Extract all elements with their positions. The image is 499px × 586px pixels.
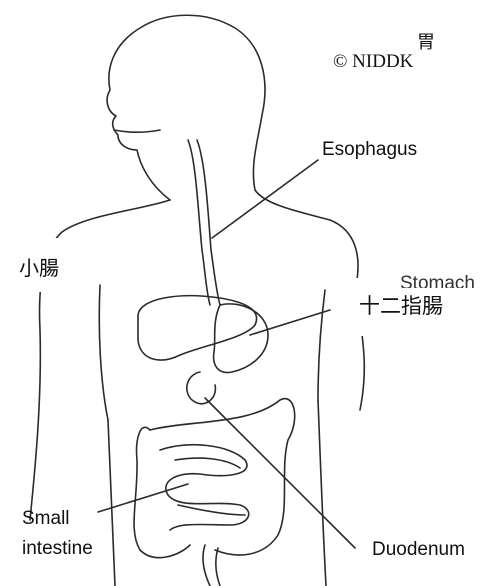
rectum-shape bbox=[203, 545, 220, 586]
large-intestine-shape bbox=[134, 399, 295, 558]
esophagus-pointer bbox=[212, 160, 318, 238]
stomach-partial-label: Stomach bbox=[400, 274, 493, 288]
copyright-label: © NIDDK bbox=[333, 52, 413, 71]
stomach-pointer bbox=[250, 310, 330, 335]
esophagus-label: Esophagus bbox=[322, 140, 417, 159]
small-intestine-label-line2: intestine bbox=[22, 539, 93, 558]
small-intestine-coils bbox=[160, 445, 249, 530]
duodenum-shape bbox=[187, 372, 216, 404]
esophagus-shape bbox=[188, 140, 210, 305]
stomach-zh-label: 胃 bbox=[417, 34, 435, 52]
mouth-detail bbox=[114, 130, 160, 132]
small-intestine-label-line1: Small bbox=[22, 509, 70, 528]
torso-lower-left bbox=[108, 420, 115, 586]
torso-lower-right bbox=[318, 400, 326, 586]
stomach-shape bbox=[214, 304, 268, 373]
duodenum-zh-label: 十二指腸 bbox=[359, 296, 443, 317]
body-outline bbox=[107, 15, 358, 285]
duodenum-label: Duodenum bbox=[372, 540, 465, 559]
small-intestine-zh-label: 小腸 bbox=[19, 258, 59, 278]
